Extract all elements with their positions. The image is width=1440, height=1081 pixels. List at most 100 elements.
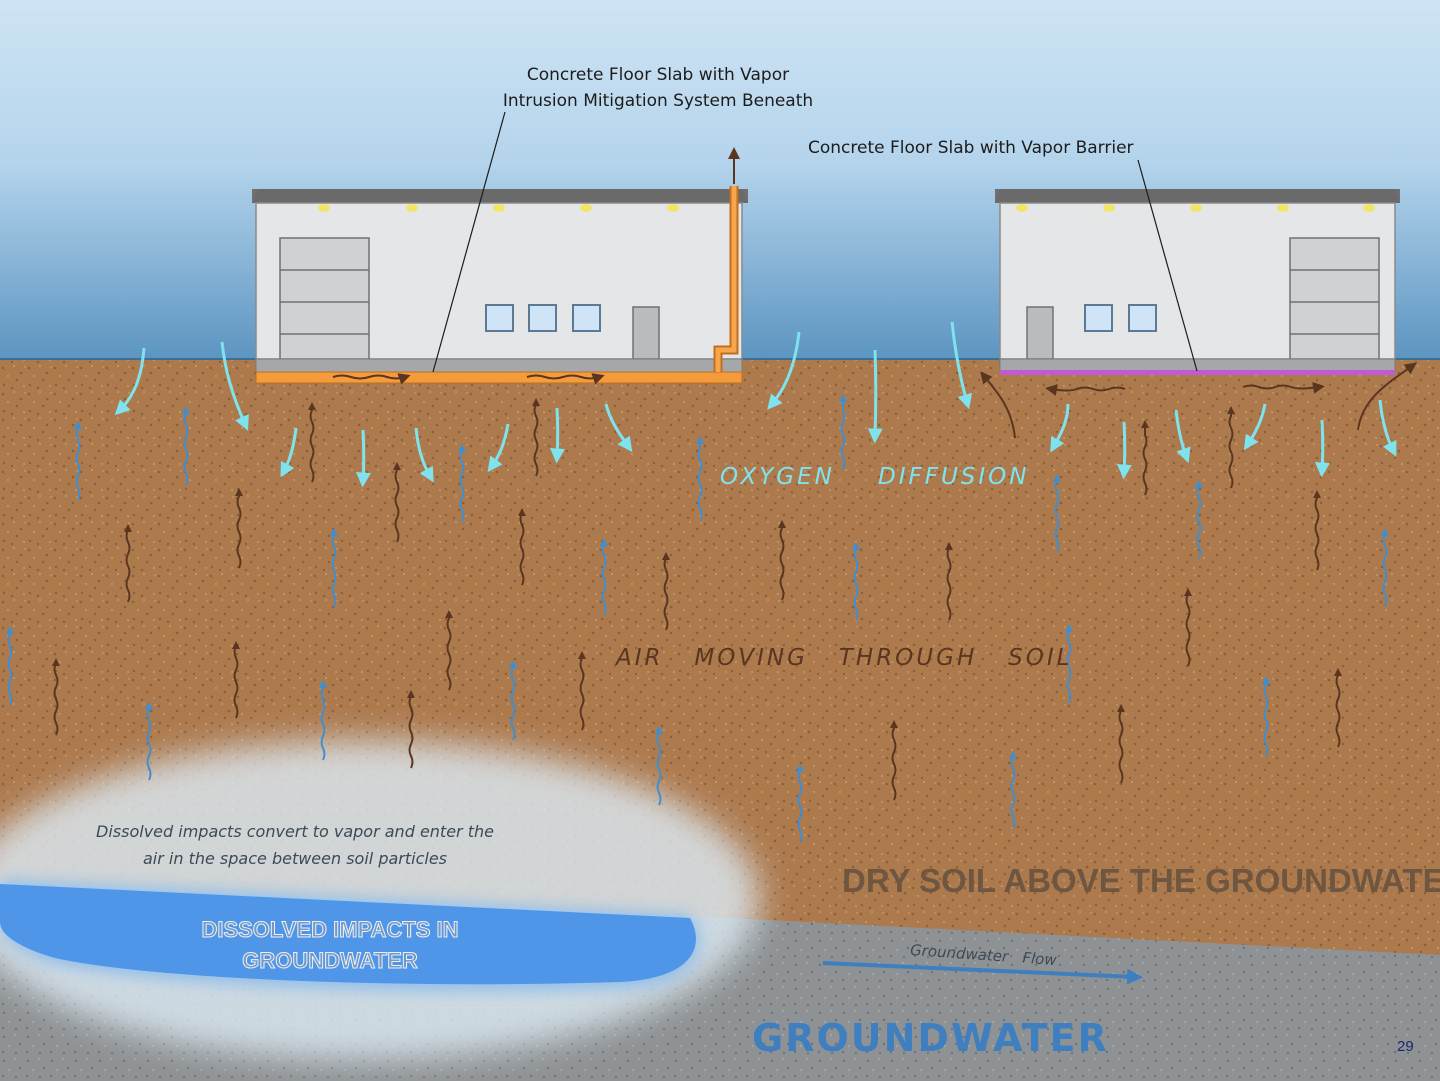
mitigation-layer (255, 371, 743, 384)
barrier-deflect-arrow (1242, 381, 1325, 394)
leader-line-mitigation (432, 111, 506, 373)
oxygen-arrow (220, 341, 249, 431)
callout-line: Concrete Floor Slab with Vapor (526, 65, 790, 85)
oxygen-arrow (549, 407, 565, 464)
building-with-barrier (980, 189, 1417, 439)
oxygen-arrow (1050, 403, 1070, 453)
garage-door (1289, 237, 1380, 360)
groundwater-flow-arrow (822, 961, 1143, 985)
barrier-edge-arrow (1357, 362, 1417, 431)
vapor-arrow-brown (778, 520, 786, 601)
light (1103, 204, 1115, 212)
light (1277, 204, 1289, 212)
light (318, 204, 330, 212)
oxygen-arrow (414, 427, 434, 483)
vapor-arrow-blue (655, 726, 663, 806)
vapor-arrow-brown (235, 488, 243, 569)
barrier-deflect-arrow (1045, 384, 1126, 396)
vapor-arrow-brown (124, 524, 132, 603)
air-moving-label: AIR MOVING THROUGH SOIL (616, 645, 1073, 671)
window (528, 304, 557, 332)
vapor-arrow-brown (662, 552, 670, 631)
vapor-arrow-blue (1053, 474, 1061, 553)
oxygen-arrow (1315, 419, 1330, 478)
concrete-slab (999, 358, 1396, 372)
oxygen-label: OXYGEN (720, 464, 835, 490)
oxygen-arrow (1116, 421, 1132, 480)
window (572, 304, 601, 332)
note-line: Dissolved impacts convert to vapor and e… (96, 822, 494, 841)
oxygen-arrow (280, 427, 298, 478)
oxygen-arrow (1243, 403, 1267, 451)
window (1128, 304, 1157, 332)
arrow-layer (6, 321, 1397, 843)
vapor-arrow-brown (52, 658, 60, 736)
vapor-arrow-brown (578, 651, 586, 731)
vapor-arrow-blue (600, 538, 608, 616)
vapor-arrow-brown (1227, 406, 1235, 489)
vapor-arrow-blue (696, 436, 704, 521)
vapor-arrow-blue (509, 660, 517, 741)
vapor-arrow-brown (308, 402, 316, 483)
vapor-arrow-blue (1195, 480, 1203, 559)
vapor-arrow-brown (1141, 420, 1149, 496)
vapor-barrier (1000, 370, 1395, 375)
callout-line: Intrusion Mitigation System Beneath (502, 91, 814, 111)
dissolved-plume (0, 884, 696, 985)
oxygen-arrow (604, 403, 633, 453)
vapor-arrow-blue (458, 444, 466, 523)
subslab-flow-arrow (332, 373, 411, 385)
callout-barrier-slab: Concrete Floor Slab with Vapor Barrier (808, 138, 1134, 158)
vapor-arrow-blue (796, 764, 804, 843)
door (1026, 306, 1054, 360)
oxygen-arrow (1174, 409, 1191, 464)
vapor-arrow-brown (232, 641, 240, 719)
vapor-arrow-brown (393, 462, 401, 543)
vapor-arrow-blue (330, 528, 338, 608)
oxygen-arrow (867, 349, 883, 444)
light (1363, 204, 1375, 212)
note-line: air in the space between soil particles (142, 849, 447, 868)
groundwater-label: GROUNDWATER (752, 1016, 1109, 1060)
oxygen-arrow (356, 429, 371, 488)
dry-soil-label: DRY SOIL ABOVE THE GROUNDWATER (842, 862, 1440, 899)
vapor-arrow-blue (319, 680, 327, 761)
light (1190, 204, 1202, 212)
vapor-arrow-blue (74, 421, 82, 501)
impact-line: GROUNDWATER (242, 948, 419, 974)
vapor-arrow-blue (182, 406, 190, 486)
oxygen-arrow (114, 347, 146, 416)
vapor-arrow-brown (532, 398, 540, 477)
oxygen-arrow (1378, 399, 1397, 457)
garage-door (279, 237, 370, 360)
vapor-arrow-blue (1009, 751, 1017, 829)
vapor-arrow-brown (890, 720, 898, 801)
light (406, 204, 418, 212)
building-with-mitigation (252, 147, 748, 385)
page-number: 29 (1397, 1038, 1414, 1055)
concrete-slab (255, 358, 743, 373)
vapor-conversion-note: Dissolved impacts convert to vapor and e… (70, 818, 520, 872)
window (1084, 304, 1113, 332)
vapor-arrow-brown (445, 610, 453, 691)
window (485, 304, 514, 332)
dissolved-impacts-label: DISSOLVED IMPACTS IN GROUNDWATER (180, 914, 480, 976)
vapor-arrow-brown (518, 508, 526, 586)
vapor-arrow-blue (852, 542, 860, 621)
vapor-arrow-brown (1117, 704, 1125, 784)
light (667, 204, 679, 212)
subslab-flow-arrow (526, 373, 605, 385)
light (1016, 204, 1028, 212)
vapor-arrow-blue (1381, 528, 1389, 607)
vapor-arrow-blue (6, 626, 14, 706)
oxygen-arrow (487, 423, 510, 473)
vapor-arrow-blue (1065, 624, 1073, 704)
vapor-arrow-blue (839, 394, 847, 471)
vapor-arrow-brown (1313, 490, 1321, 571)
vapor-arrow-brown (1334, 668, 1342, 748)
vapor-arrow-brown (1184, 588, 1192, 667)
callout-mitigation-slab: Concrete Floor Slab with Vapor Intrusion… (482, 62, 834, 114)
vapor-arrow-blue (1262, 676, 1270, 757)
